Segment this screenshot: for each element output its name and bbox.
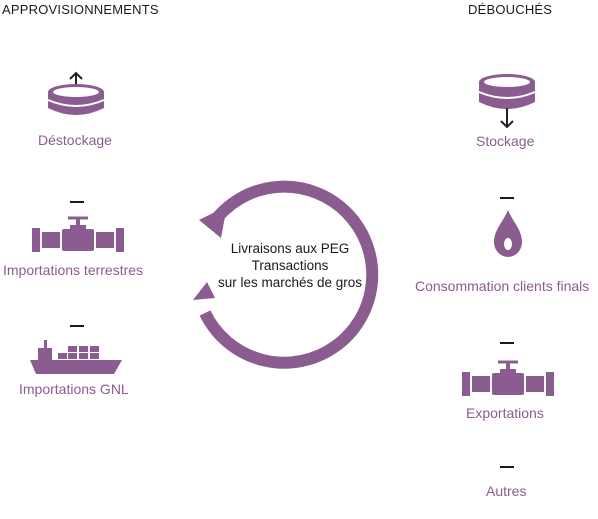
label-exportations: Exportations xyxy=(466,405,544,421)
label-autres: Autres xyxy=(486,483,527,499)
separator-dash xyxy=(70,325,84,327)
separator-dash xyxy=(70,201,84,203)
label-stockage: Stockage xyxy=(476,133,535,149)
pipeline-valve-icon xyxy=(462,356,554,398)
label-importations-terrestres: Importations terrestres xyxy=(3,262,144,278)
separator-dash xyxy=(500,342,514,344)
flame-drop-icon xyxy=(493,208,523,258)
center-text: Livraisons aux PEG Transactions sur les … xyxy=(190,240,390,291)
separator-dash xyxy=(500,466,514,468)
center-line-1: Livraisons aux PEG xyxy=(230,241,350,256)
label-importations-gnl: Importations GNL xyxy=(19,381,129,397)
label-destockage: Déstockage xyxy=(38,132,112,148)
lng-ship-icon xyxy=(28,338,124,378)
supply-heading: APPROVISIONNEMENTS xyxy=(2,2,159,17)
center-line-2: Transactions xyxy=(251,258,329,273)
center-line-3: sur les marchés de gros xyxy=(217,275,363,290)
pipeline-valve-icon xyxy=(32,212,124,254)
storage-tank-up-arrow-icon xyxy=(45,70,107,122)
label-consommation-clients-finals: Consommation clients finals xyxy=(415,278,590,294)
separator-dash xyxy=(500,197,514,199)
storage-tank-down-arrow-icon xyxy=(476,70,538,130)
cycle-arrow-diagram xyxy=(185,178,390,388)
outlets-heading: DÉBOUCHÉS xyxy=(468,2,553,17)
